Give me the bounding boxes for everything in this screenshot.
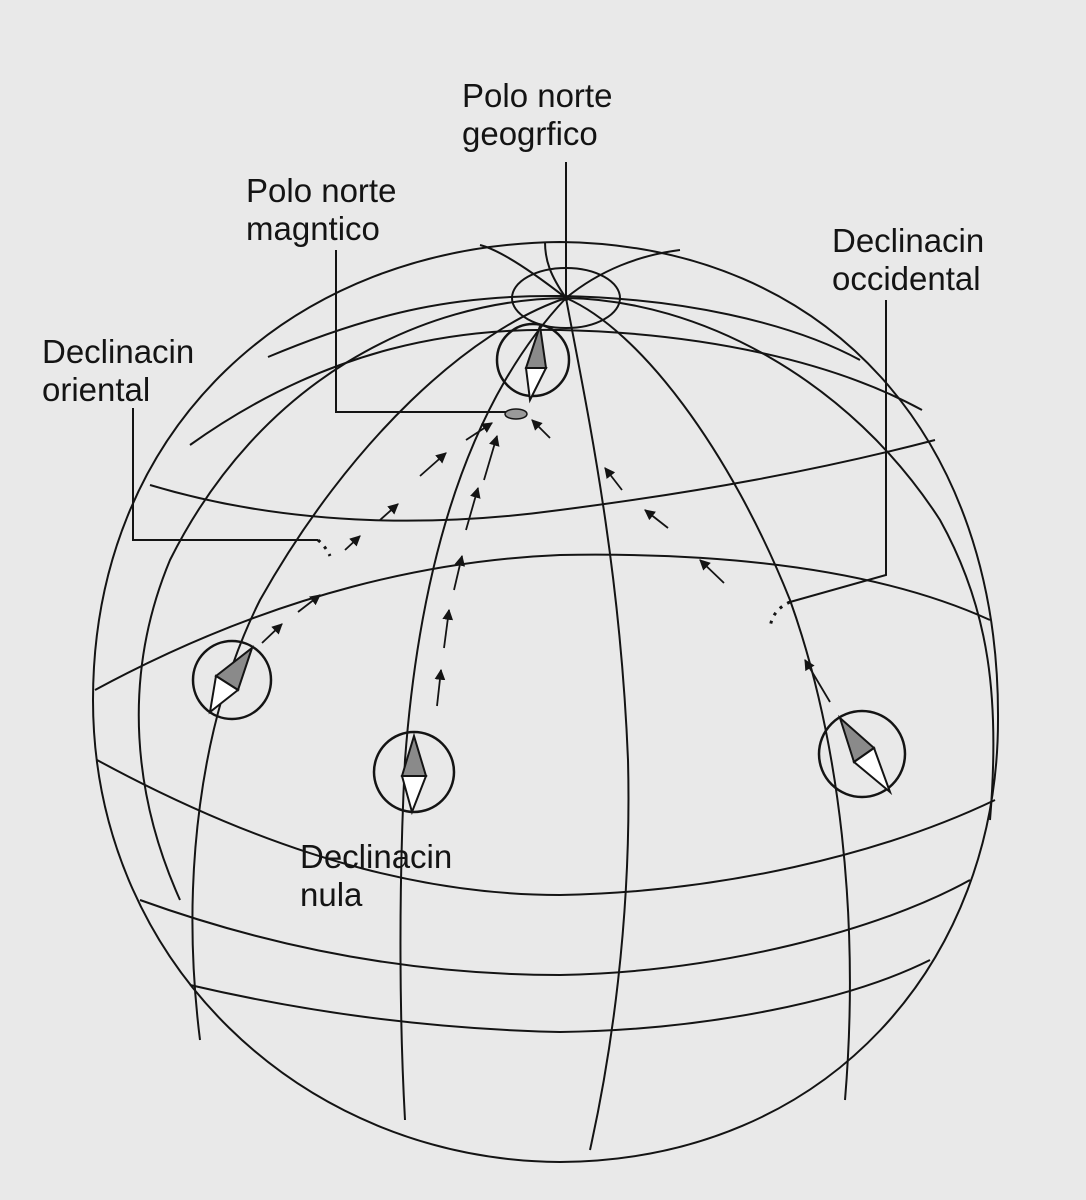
- latitude-line-3: [149, 439, 936, 522]
- latitude-line-1: [267, 294, 861, 361]
- arrow-icon: [419, 452, 447, 477]
- latitude-line-5: [96, 759, 996, 897]
- arrow-icon: [465, 486, 481, 531]
- latitude-line-4: [94, 553, 991, 691]
- arrow-icon: [465, 422, 493, 441]
- arrow-icon: [483, 434, 500, 481]
- latitude-line-2: [189, 328, 923, 446]
- label-oriental-declination-line2: oriental: [42, 371, 151, 408]
- arrow-icon: [261, 623, 283, 644]
- compass-icon: [817, 709, 907, 799]
- label-occidental-declination-line2: occidental: [832, 260, 981, 297]
- meridian-6: [565, 297, 995, 821]
- label-geographic-north-line2: geogrfico: [462, 115, 598, 152]
- label-magnetic-north: Polo norte magntico: [246, 172, 396, 248]
- meridian-4: [565, 297, 630, 1151]
- meridian-7: [479, 244, 567, 299]
- meridian-2: [191, 297, 567, 1041]
- arrow-icon: [644, 509, 669, 529]
- arrow-icon: [344, 535, 361, 551]
- label-null-declination-line2: nula: [300, 876, 363, 913]
- latitude-line-7: [189, 959, 931, 1034]
- magnetic-pole-marker: [504, 408, 528, 420]
- meridian-8: [565, 249, 681, 299]
- arrow-icon: [604, 467, 623, 491]
- label-null-declination: Declinacin nula: [300, 838, 452, 914]
- meridian-5: [565, 297, 851, 1101]
- label-geographic-north: Polo norte geogrfico: [462, 77, 612, 153]
- compass-icon: [191, 639, 273, 721]
- arrow-icon: [442, 608, 454, 649]
- dotted-connector-occidental: [768, 600, 791, 629]
- label-occidental-declination-line1: Declinacin: [832, 222, 985, 259]
- arrow-icon: [297, 594, 321, 613]
- dotted-connector-oriental: [317, 538, 332, 557]
- label-magnetic-north-line1: Polo norte: [246, 172, 397, 209]
- label-geographic-north-line1: Polo norte: [462, 77, 613, 114]
- latitude-line-6: [139, 879, 971, 977]
- label-magnetic-north-line2: magntico: [246, 210, 380, 247]
- oriental-leader: [132, 408, 318, 541]
- label-null-declination-line1: Declinacin: [300, 838, 453, 875]
- meridian-9: [544, 241, 567, 299]
- arrow-icon: [531, 419, 551, 439]
- meridian-3: [399, 297, 567, 1121]
- label-occidental-declination: Declinacin occidental: [832, 222, 984, 298]
- arrow-icon: [434, 668, 446, 707]
- globe-outline: [91, 240, 1000, 1164]
- label-oriental-declination: Declinacin oriental: [42, 333, 194, 409]
- arrow-icon: [804, 659, 831, 703]
- label-oriental-declination-line1: Declinacin: [42, 333, 195, 370]
- compass-icon: [372, 730, 456, 816]
- mag-north-leader: [335, 250, 506, 413]
- geographic-pole-point: [563, 295, 569, 301]
- arrow-icon: [379, 503, 399, 521]
- arrow-icon: [699, 559, 725, 584]
- arrow-icon: [453, 554, 466, 591]
- meridian-1: [137, 297, 567, 901]
- occidental-leader: [789, 300, 887, 603]
- compass-icon: [495, 322, 571, 404]
